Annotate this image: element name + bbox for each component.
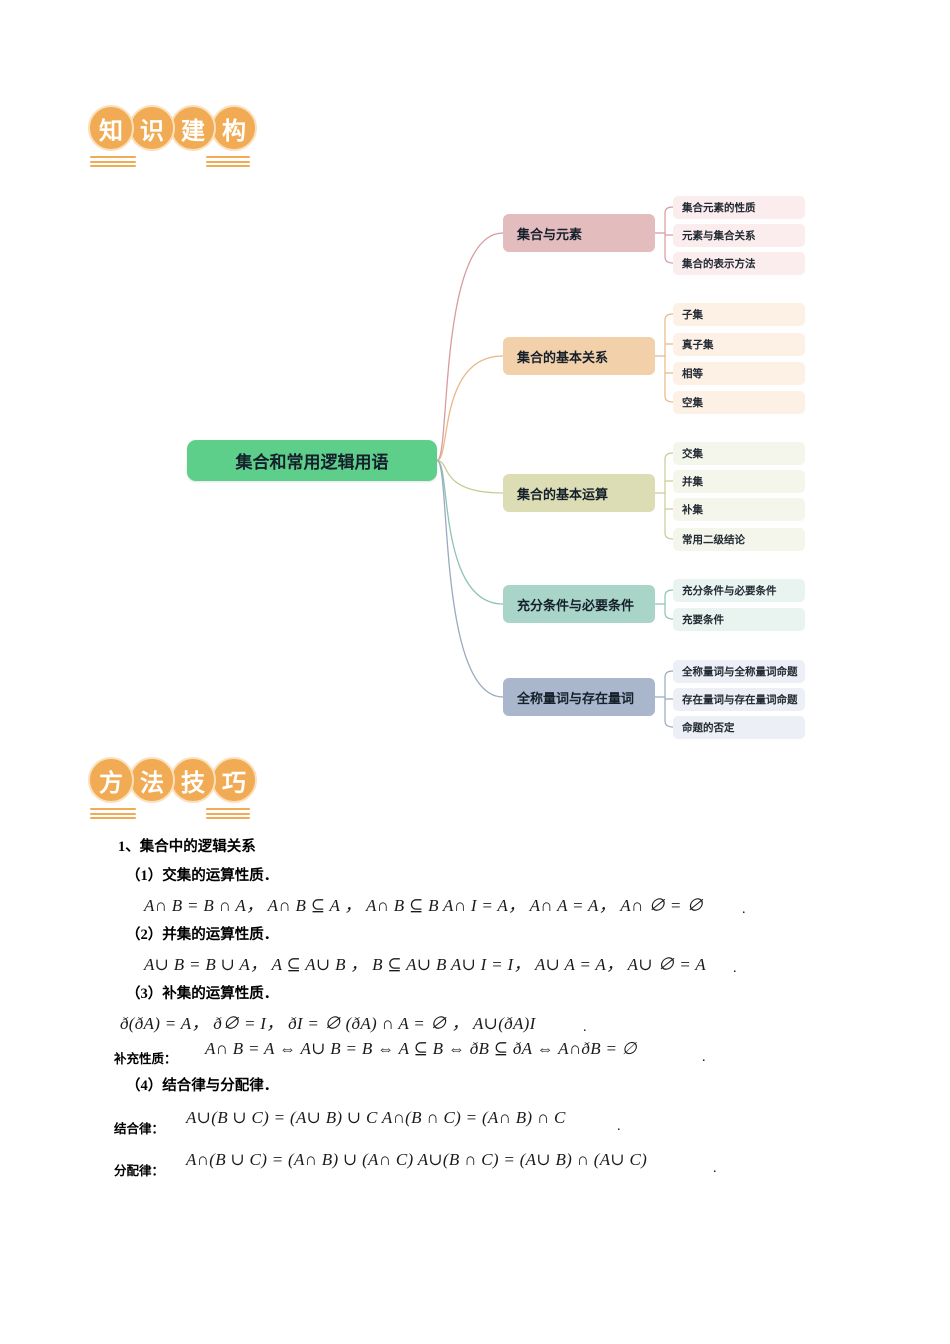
methods-heading: 1、集合中的逻辑关系 <box>118 839 256 855</box>
item-formula-2: A∪ B = B ∪ A， A ⊆ A∪ B ， B ⊆ A∪ B A∪ I =… <box>144 955 706 974</box>
law-formula-associative: A∪(B ∪ C) = (A∪ B) ∪ C A∩(B ∩ C) = (A∩ B… <box>186 1108 566 1127</box>
mindmap-leaf-node-5-3-label: 命题的否定 <box>682 721 735 734</box>
supplement-formula: A∩ B = A ⇔ A∪ B = B ⇔ A ⊆ B ⇔ ðB ⊆ ðA ⇔ … <box>205 1039 637 1058</box>
mindmap-leaf-node-4-2[interactable]: 充要条件 <box>673 607 805 631</box>
badge-row-methods: 方 法 技 巧 <box>88 757 268 803</box>
underline-group-right <box>206 808 250 822</box>
mindmap-branch-node-3-label: 集合的基本运算 <box>517 486 609 502</box>
mindmap-leaf-node-5-2-label: 存在量词与存在量词命题 <box>682 693 798 706</box>
mindmap-leaf-node-3-2[interactable]: 并集 <box>673 469 805 493</box>
section-header-knowledge: 知 识 建 构 <box>88 105 268 170</box>
mindmap-leaf-node-3-1[interactable]: 交集 <box>673 441 805 465</box>
mindmap-root-node[interactable]: 集合和常用逻辑用语 <box>187 440 437 481</box>
underline-group-left <box>90 808 136 822</box>
badge-char-3: 建 <box>170 105 216 151</box>
law-formula-distributive: A∩(B ∪ C) = (A∩ B) ∪ (A∩ C) A∪(B ∩ C) = … <box>186 1150 648 1169</box>
mindmap-leaf-node-4-1-label: 充分条件与必要条件 <box>682 584 777 597</box>
mindmap-branch-node-3[interactable]: 集合的基本运算 <box>503 474 655 512</box>
item-title-2: （2）并集的运算性质． <box>126 927 279 943</box>
badge-char-2: 法 <box>129 757 175 803</box>
law-label-associative: 结合律： <box>114 1122 165 1136</box>
mindmap-leaf-node-2-4[interactable]: 空集 <box>673 390 805 414</box>
mindmap-leaf-node-4-2-label: 充要条件 <box>682 613 724 626</box>
item-title-1: （1）交集的运算性质． <box>126 868 279 884</box>
mindmap-diagram: 集合和常用逻辑用语 集合与元素 集合元素的性质元素与集合关系集合的表示方法集合的基本… <box>187 195 805 739</box>
badge-char-3: 技 <box>170 757 216 803</box>
item-dot-2: . <box>733 961 737 976</box>
mindmap-leaf-node-2-3[interactable]: 相等 <box>673 361 805 385</box>
supplement-dot: . <box>702 1050 706 1065</box>
mindmap-leaf-node-2-2[interactable]: 真子集 <box>673 332 805 356</box>
mindmap-leaf-node-2-3-label: 相等 <box>682 367 703 380</box>
mindmap-branch-node-4[interactable]: 充分条件与必要条件 <box>503 585 655 623</box>
item-dot-1: . <box>742 902 746 917</box>
mindmap-leaf-node-1-2[interactable]: 元素与集合关系 <box>673 223 805 247</box>
mindmap-branch-node-2-label: 集合的基本关系 <box>517 349 609 365</box>
badge-char-4: 构 <box>211 105 257 151</box>
mindmap-leaf-node-3-4[interactable]: 常用二级结论 <box>673 527 805 551</box>
mindmap-leaf-node-4-1[interactable]: 充分条件与必要条件 <box>673 578 805 602</box>
mindmap-leaf-node-3-2-label: 并集 <box>682 475 703 488</box>
mindmap-connectors <box>436 206 674 728</box>
mindmap-leaf-node-2-1-label: 子集 <box>682 308 703 321</box>
underline-group-right <box>206 156 250 170</box>
item-dot-3: . <box>583 1020 587 1035</box>
mindmap-leaf-node-5-2[interactable]: 存在量词与存在量词命题 <box>673 687 805 711</box>
laws-title: （4）结合律与分配律． <box>126 1078 279 1094</box>
mindmap-leaf-node-3-3[interactable]: 补集 <box>673 497 805 521</box>
badge-char-1: 知 <box>88 105 134 151</box>
mindmap-leaf-node-2-2-label: 真子集 <box>682 338 714 351</box>
mindmap-leaf-node-3-1-label: 交集 <box>682 447 703 460</box>
mindmap-branch-node-1-label: 集合与元素 <box>517 226 583 242</box>
mindmap-leaf-node-5-1[interactable]: 全称量词与全称量词命题 <box>673 659 805 683</box>
badge-char-1: 方 <box>88 757 134 803</box>
mindmap-leaf-node-3-3-label: 补集 <box>682 503 703 516</box>
mindmap-branch-node-2[interactable]: 集合的基本关系 <box>503 337 655 375</box>
mindmap-leaf-node-5-1-label: 全称量词与全称量词命题 <box>682 665 798 678</box>
law-dot-distributive: . <box>713 1161 717 1176</box>
item-formula-3: ð(ðA) = A， ð∅ = I， ðI = ∅ (ðA) ∩ A = ∅ ，… <box>120 1014 536 1033</box>
badge-underline-knowledge <box>88 156 268 170</box>
badge-char-2: 识 <box>129 105 175 151</box>
mindmap-branch-node-5[interactable]: 全称量词与存在量词 <box>503 678 655 716</box>
mindmap-branch-node-4-label: 充分条件与必要条件 <box>517 597 635 613</box>
mindmap-leaf-node-5-3[interactable]: 命题的否定 <box>673 715 805 739</box>
mindmap-root-node-label: 集合和常用逻辑用语 <box>235 453 389 472</box>
badge-underline-methods <box>88 808 268 822</box>
item-formula-1: A∩ B = B ∩ A， A∩ B ⊆ A ， A∩ B ⊆ B A∩ I =… <box>144 896 704 915</box>
mindmap-leaf-node-3-4-label: 常用二级结论 <box>682 533 745 546</box>
badge-char-4: 巧 <box>211 757 257 803</box>
mindmap-leaf-node-2-4-label: 空集 <box>682 396 703 409</box>
item-title-3: （3）补集的运算性质． <box>126 986 279 1002</box>
mindmap-leaf-node-2-1[interactable]: 子集 <box>673 302 805 326</box>
mindmap-branch-node-5-label: 全称量词与存在量词 <box>517 690 635 706</box>
mindmap-leaf-node-1-1[interactable]: 集合元素的性质 <box>673 195 805 219</box>
mindmap-leaf-node-1-2-label: 元素与集合关系 <box>682 229 756 242</box>
mindmap-branch-node-1[interactable]: 集合与元素 <box>503 214 655 252</box>
law-label-distributive: 分配律： <box>114 1164 165 1178</box>
underline-group-left <box>90 156 136 170</box>
law-dot-associative: . <box>617 1119 621 1134</box>
supplement-label: 补充性质： <box>114 1052 177 1066</box>
section-header-methods: 方 法 技 巧 <box>88 757 268 822</box>
badge-row-knowledge: 知 识 建 构 <box>88 105 268 151</box>
mindmap-leaf-node-1-3-label: 集合的表示方法 <box>682 257 756 270</box>
mindmap-leaf-node-1-1-label: 集合元素的性质 <box>682 201 756 214</box>
mindmap-leaf-node-1-3[interactable]: 集合的表示方法 <box>673 251 805 275</box>
